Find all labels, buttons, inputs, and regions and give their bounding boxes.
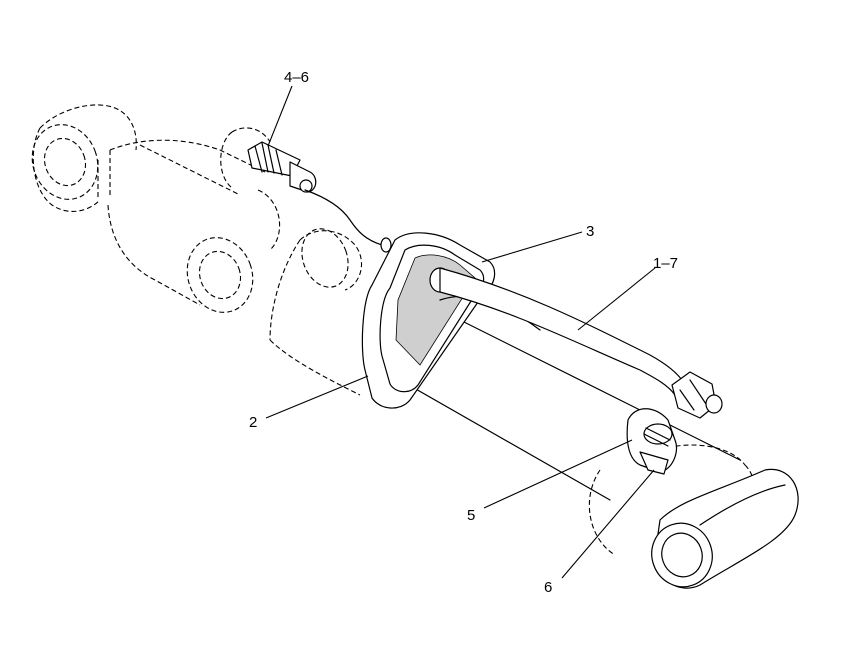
left-cylinder-section bbox=[31, 104, 281, 313]
flange-and-gasket bbox=[361, 232, 541, 409]
callout-3: 3 bbox=[586, 223, 594, 240]
main-barrel bbox=[269, 228, 755, 556]
callout-2: 2 bbox=[249, 414, 257, 431]
callout-4-6: 4–6 bbox=[284, 69, 309, 86]
straight-connector-fitting bbox=[247, 141, 392, 253]
tube-assembly bbox=[429, 267, 723, 419]
elbow-fitting bbox=[626, 408, 678, 475]
leader-lines bbox=[265, 85, 656, 579]
rear-clevis bbox=[651, 468, 799, 589]
callout-6: 6 bbox=[544, 579, 552, 596]
callout-1-7: 1–7 bbox=[653, 255, 678, 272]
callout-5: 5 bbox=[467, 507, 475, 524]
